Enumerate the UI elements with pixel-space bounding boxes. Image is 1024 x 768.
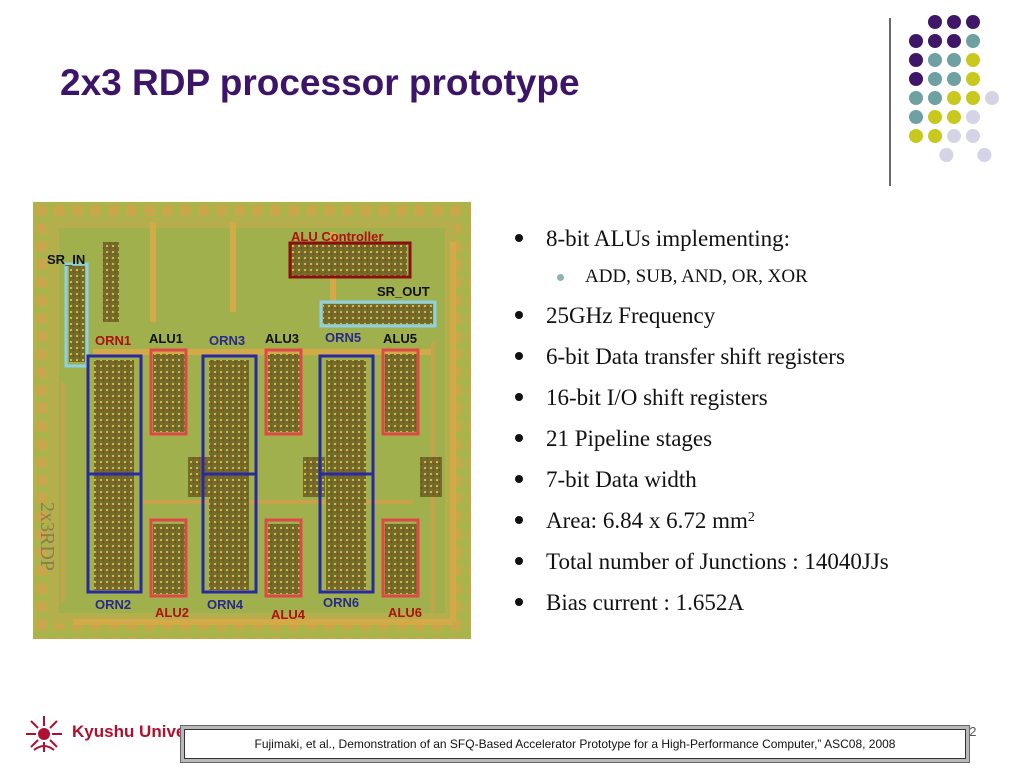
bullet-list: 8-bit ALUs implementing: ADD, SUB, AND, … xyxy=(515,218,995,623)
decorative-dot xyxy=(909,129,923,143)
alu1-box xyxy=(149,348,188,436)
decorative-dot xyxy=(909,34,923,48)
sr-out-box xyxy=(319,300,437,328)
label-orn5: ORN5 xyxy=(325,330,362,345)
alu2-box xyxy=(149,518,188,598)
bullet-alus: 8-bit ALUs implementing: xyxy=(515,218,995,259)
decorative-dot xyxy=(966,15,980,29)
alu6-box xyxy=(381,518,420,598)
decorative-dot-grid xyxy=(909,15,999,162)
label-alu6: ALU6 xyxy=(388,605,422,620)
bullet-pipeline: 21 Pipeline stages xyxy=(515,418,995,459)
decorative-dot xyxy=(966,110,980,124)
decorative-dot xyxy=(966,53,980,67)
label-orn1: ORN1 xyxy=(95,333,132,348)
decorative-dot xyxy=(939,148,954,162)
interconnect-circuitry xyxy=(420,457,442,497)
orn2-box xyxy=(86,472,143,594)
interconnect-circuitry xyxy=(188,457,210,497)
decorative-dot xyxy=(947,34,961,48)
label-sr-out: SR_OUT xyxy=(377,284,430,299)
decorative-dot xyxy=(947,110,961,124)
decorative-dot xyxy=(947,53,961,67)
decorative-dot xyxy=(966,72,980,86)
orn4-box xyxy=(201,472,258,594)
footer-university-name: Kyushu University xyxy=(72,722,222,741)
decorative-dot xyxy=(928,53,942,67)
area-superscript: 2 xyxy=(747,510,755,525)
university-logo-icon xyxy=(26,716,62,752)
bullet-bias-current: Bias current : 1.652A xyxy=(515,582,995,623)
bullet-data-transfer: 6-bit Data transfer shift registers xyxy=(515,336,995,377)
decorative-dot xyxy=(966,129,980,143)
bullet-frequency: 25GHz Frequency xyxy=(515,295,995,336)
decorative-dot xyxy=(928,15,942,29)
alu-circuitry xyxy=(385,354,417,432)
decorative-dot xyxy=(928,34,942,48)
interconnect-circuitry xyxy=(303,457,325,497)
label-alu-controller: ALU Controller xyxy=(291,229,384,244)
label-alu4: ALU4 xyxy=(271,607,305,622)
label-orn6: ORN6 xyxy=(323,595,360,610)
orn6-box xyxy=(318,472,375,594)
sub-bullet-operations: ADD, SUB, AND, OR, XOR xyxy=(515,259,995,295)
label-alu3: ALU3 xyxy=(265,331,299,346)
label-orn4: ORN4 xyxy=(207,597,244,612)
alu4-box xyxy=(264,518,303,598)
alu-circuitry xyxy=(268,354,300,432)
label-orn3: ORN3 xyxy=(209,333,246,348)
area-text: Area: 6.84 x 6.72 mm xyxy=(546,508,748,533)
decorative-dot xyxy=(909,72,923,86)
alu-controller-box xyxy=(288,241,412,279)
alu-circuitry xyxy=(153,354,185,432)
label-orn2: ORN2 xyxy=(95,597,132,612)
decorative-dot xyxy=(966,34,980,48)
decorative-dot xyxy=(909,110,923,124)
decorative-divider-line xyxy=(889,18,891,186)
bullet-data-width: 7-bit Data width xyxy=(515,459,995,500)
label-alu2: ALU2 xyxy=(155,605,189,620)
svg-text:2x3RDP: 2x3RDP xyxy=(36,502,58,571)
decorative-dot xyxy=(947,91,961,105)
decorative-dot xyxy=(909,91,923,105)
decorative-dot xyxy=(966,91,980,105)
alu-circuitry xyxy=(385,524,417,594)
chip-micrograph-drawing: 2x3RDP xyxy=(33,202,471,639)
decorative-dot xyxy=(928,129,942,143)
bullet-io-shift: 16-bit I/O shift registers xyxy=(515,377,995,418)
label-alu1: ALU1 xyxy=(149,331,183,346)
citation-box: Fujimaki, et al., Demonstration of an SF… xyxy=(184,729,966,759)
label-sr-in: SR_IN xyxy=(47,252,86,267)
decorative-dot xyxy=(947,15,961,29)
label-alu5: ALU5 xyxy=(383,331,417,346)
alu5-box xyxy=(381,348,420,436)
decorative-dot xyxy=(928,91,942,105)
decorative-dot xyxy=(909,53,923,67)
slide-title: 2x3 RDP processor prototype xyxy=(60,62,580,103)
decorative-dot xyxy=(928,110,942,124)
decorative-dot xyxy=(947,72,961,86)
sr-in-box xyxy=(64,262,89,368)
alu-circuitry xyxy=(268,524,300,594)
bullet-area: Area: 6.84 x 6.72 mm2 xyxy=(515,500,995,541)
decorative-dot xyxy=(985,91,999,105)
decorative-dot xyxy=(977,148,992,162)
decorative-dot xyxy=(947,129,961,143)
alu-circuitry xyxy=(153,524,185,594)
alu3-box xyxy=(264,348,303,436)
bullet-junctions: Total number of Junctions : 14040JJs xyxy=(515,541,995,582)
decorative-dot xyxy=(928,72,942,86)
chip-micrograph: 2x3RDP ALU Controller SR_IN SR_OUT ORN1 … xyxy=(33,202,471,639)
